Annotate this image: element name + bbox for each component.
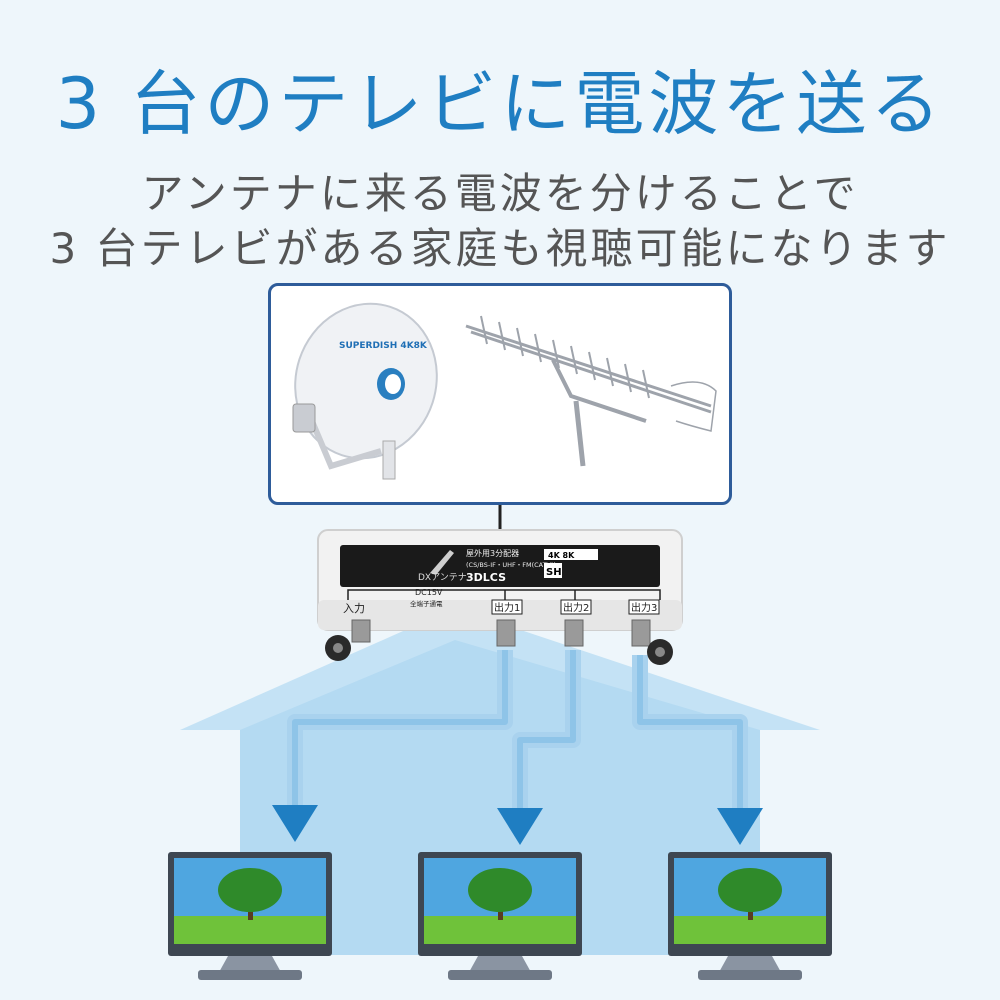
arrow-tv3: [717, 808, 763, 845]
splitter-model: 3DLCS: [466, 571, 506, 584]
arrow-tv2: [497, 808, 543, 845]
badge-sh: SH: [546, 567, 562, 578]
arrows: [272, 805, 763, 845]
tv-1: [168, 852, 332, 980]
badge-4k8k: 4K 8K: [548, 551, 575, 560]
antenna-illustration-box: SUPERDISH 4K8K: [268, 283, 732, 505]
splitter: DXアンテナ 屋外用3分配器 (CS/BS-IF・UHF・FM(CATV)) 3…: [317, 529, 683, 665]
tv-3: [668, 852, 832, 980]
cables-inner: [292, 650, 743, 808]
port-input-label: 入力: [343, 602, 365, 615]
page-title: 3 台のテレビに電波を送る: [55, 63, 945, 145]
satellite-dish: SUPERDISH 4K8K: [292, 302, 438, 480]
subtitle-line-2: 3 台テレビがある家庭も視聴可能になります: [49, 224, 951, 273]
port-out3-label: 出力3: [631, 601, 657, 614]
arrow-tv1: [272, 805, 318, 842]
power-note: DC15V: [415, 588, 443, 597]
splitter-brand: DXアンテナ: [418, 572, 467, 583]
dish-logo: SUPERDISH 4K8K: [339, 341, 428, 351]
splitter-spec: (CS/BS-IF・UHF・FM(CATV)): [466, 561, 556, 569]
antenna-illustration: SUPERDISH 4K8K: [292, 302, 717, 480]
uhf-antenna: [465, 315, 717, 467]
port-out1-label: 出力1: [494, 601, 520, 614]
splitter-product-name: 屋外用3分配器: [466, 548, 519, 558]
port-out2-label: 出力2: [563, 601, 589, 614]
subtitle-line-1: アンテナに来る電波を分けることで: [141, 169, 859, 218]
tv-2: [418, 852, 582, 980]
power-sub: 全端子通電: [410, 599, 443, 608]
